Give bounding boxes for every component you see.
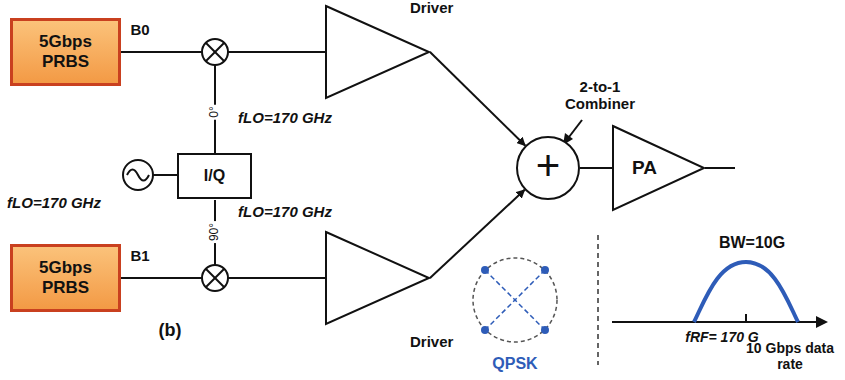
signal-connector — [580, 167, 612, 169]
leader-line — [569, 120, 582, 137]
power-amplifier: PA — [612, 125, 705, 211]
signal-name: B0 — [130, 21, 149, 38]
node-text: Driver — [410, 333, 453, 350]
lo-frequency: fLO=170 GHz — [7, 194, 101, 211]
amplifier-outline — [612, 125, 705, 211]
if-wire — [228, 277, 325, 279]
lo-frequency: fLO=170 GHz — [238, 109, 332, 126]
node-text: Driver — [410, 0, 453, 16]
output-wire — [705, 167, 735, 169]
mixer-symbol — [202, 265, 228, 291]
combiner-circle: + — [516, 136, 580, 200]
node-text: + — [536, 145, 561, 187]
lo-frequency: fLO=170 GHz — [238, 203, 332, 220]
node-text: 5Gbps PRBS — [18, 258, 113, 297]
oscillator-symbol — [123, 160, 153, 190]
if-wire — [228, 51, 325, 53]
combiner-label: 2-to-1 Combiner — [560, 78, 640, 113]
iq-generator: I/Q — [177, 153, 252, 199]
qpsk-constellation — [473, 258, 557, 342]
data-wire — [117, 277, 202, 279]
data-wire — [117, 51, 202, 53]
prbs-box: 5Gbps PRBS — [10, 244, 121, 312]
modulation-label: QPSK — [492, 355, 537, 373]
bandwidth-label: BW=10G — [719, 234, 785, 252]
signal-connector — [430, 190, 525, 278]
signal-name: B1 — [130, 247, 149, 264]
phase-label: 0° — [208, 104, 222, 119]
figure-tag: (b) — [159, 320, 182, 341]
amplifier-outline — [325, 231, 430, 325]
prbs-box: 5Gbps PRBS — [10, 18, 121, 86]
mixer-symbol — [202, 39, 228, 65]
node-text: PA — [632, 157, 657, 179]
lo-wire — [153, 174, 177, 176]
driver-amplifier: Driver — [325, 231, 430, 325]
node-text: 5Gbps PRBS — [18, 32, 113, 71]
data-rate-label: 10 Gbps data rate — [745, 340, 835, 372]
driver-amplifier: Driver — [325, 5, 430, 99]
signal-connector — [430, 52, 525, 146]
amplifier-outline — [325, 5, 430, 99]
node-text: I/Q — [185, 167, 244, 185]
phase-label: 90° — [208, 221, 222, 243]
